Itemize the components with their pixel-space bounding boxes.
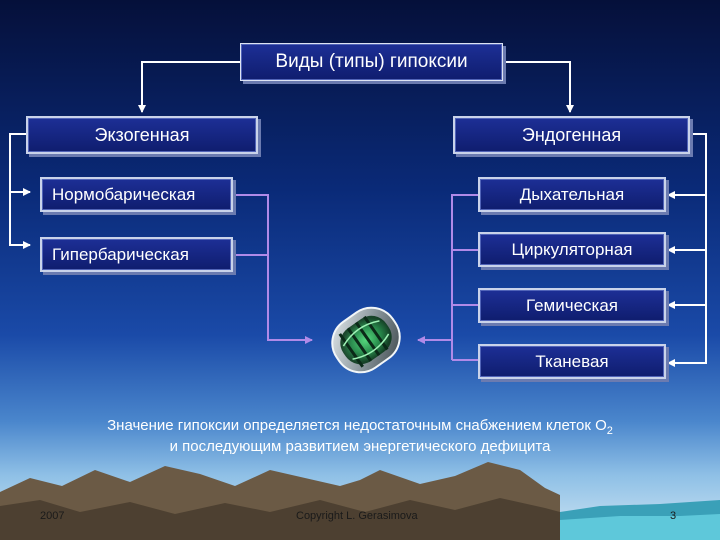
cell-capsule-image <box>331 306 401 374</box>
diagram-title: Виды (типы) гипоксии <box>240 43 503 81</box>
respiratory-box: Дыхательная <box>478 177 666 212</box>
endogenous-box: Эндогенная <box>453 116 690 154</box>
caption-line-2: и последующим развитием энергетического … <box>169 438 551 455</box>
caption-main-text: Значение гипоксии определяется недостато… <box>107 417 607 434</box>
caption-subscript: 2 <box>606 425 613 437</box>
circulatory-box: Циркуляторная <box>478 232 666 267</box>
footer-year: 2007 <box>40 510 65 522</box>
tissue-box: Тканевая <box>478 344 666 379</box>
exogenous-box: Экзогенная <box>26 116 258 154</box>
normobaric-box: Нормобарическая <box>40 177 233 212</box>
hyperbaric-box: Гипербарическая <box>40 237 233 272</box>
footer-copyright: Copyright L. Gerasimova <box>296 510 418 522</box>
hemic-box: Гемическая <box>478 288 666 323</box>
caption-line-1: Значение гипоксии определяется недостато… <box>20 416 700 441</box>
footer-page-number: 3 <box>670 510 677 522</box>
